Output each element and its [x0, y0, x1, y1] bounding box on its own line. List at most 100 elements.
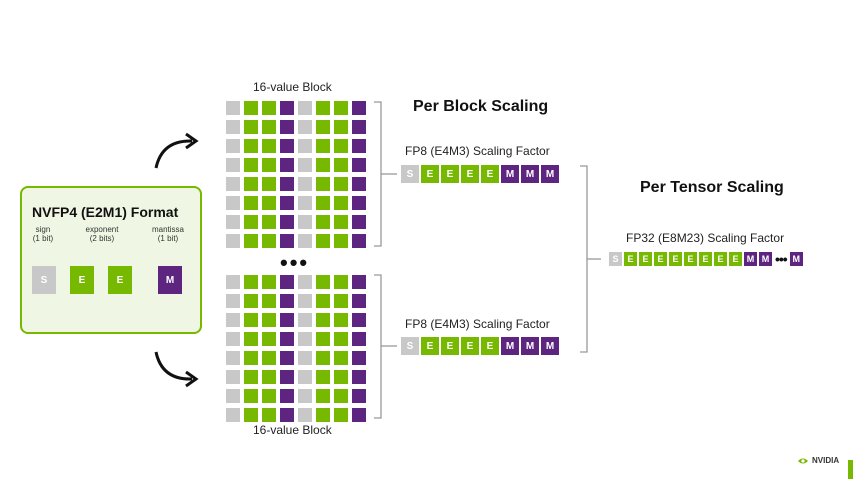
value-cell: [334, 294, 348, 308]
value-cell: [298, 101, 312, 115]
fp32-bit: E: [684, 252, 697, 266]
value-cell: [280, 101, 294, 115]
value-cell: [226, 332, 240, 346]
fp32-bit: M: [744, 252, 757, 266]
value-cell: [352, 408, 366, 422]
fp8-bit: E: [481, 165, 499, 183]
fp8-bit: E: [441, 165, 459, 183]
value-cell: [280, 408, 294, 422]
value-cell: [316, 408, 330, 422]
bottom-block-bracket: [374, 274, 382, 419]
value-cell: [352, 120, 366, 134]
value-cell: [262, 370, 276, 384]
value-cell: [316, 215, 330, 229]
value-cell: [316, 177, 330, 191]
value-cell: [298, 177, 312, 191]
fp8-bit: E: [461, 337, 479, 355]
top-value-block-grid: [226, 101, 366, 248]
value-cell: [316, 351, 330, 365]
bottom-value-block-grid: [226, 275, 366, 422]
value-cell: [226, 101, 240, 115]
value-cell: [298, 370, 312, 384]
exponent-bits: (2 bits): [89, 234, 115, 243]
value-cell: [226, 196, 240, 210]
value-cell: [226, 275, 240, 289]
value-cell: [226, 313, 240, 327]
fp32-bit: E: [654, 252, 667, 266]
value-cell: [280, 120, 294, 134]
fp8-factor-bits-bottom: S E E E E M M M: [401, 337, 559, 355]
value-cell: [244, 294, 258, 308]
fp32-bit: E: [639, 252, 652, 266]
value-cell: [352, 332, 366, 346]
value-cell: [280, 332, 294, 346]
fp8-bit: M: [541, 165, 559, 183]
value-cell: [226, 294, 240, 308]
exponent-bit: E: [108, 266, 132, 294]
value-cell: [334, 196, 348, 210]
value-cell: [280, 158, 294, 172]
fp8-bit: E: [421, 337, 439, 355]
fp32-bits-ellipsis: •••: [775, 251, 788, 267]
value-cell: [262, 139, 276, 153]
fp32-bit: M: [759, 252, 772, 266]
value-cell: [262, 234, 276, 248]
sign-bit: S: [32, 266, 56, 294]
value-cell: [244, 196, 258, 210]
value-cell: [352, 351, 366, 365]
value-cell: [334, 215, 348, 229]
value-cell: [244, 389, 258, 403]
value-cell: [316, 332, 330, 346]
value-cell: [226, 389, 240, 403]
top-block-bracket: [374, 101, 382, 247]
value-cell: [280, 351, 294, 365]
value-cell: [334, 275, 348, 289]
value-cell: [352, 101, 366, 115]
value-cell: [298, 234, 312, 248]
format-title: NVFP4 (E2M1) Format: [32, 204, 179, 220]
value-cell: [280, 370, 294, 384]
mantissa-bit: M: [158, 266, 182, 294]
fp32-bit: E: [669, 252, 682, 266]
value-cell: [316, 158, 330, 172]
value-cell: [280, 215, 294, 229]
arrow-down-curve: [154, 351, 193, 381]
value-cell: [244, 120, 258, 134]
value-cell: [334, 139, 348, 153]
exponent-label: exponent: [85, 225, 119, 234]
value-cell: [352, 139, 366, 153]
value-cell: [262, 120, 276, 134]
value-cell: [226, 351, 240, 365]
value-cell: [262, 101, 276, 115]
brand-bar: [848, 460, 853, 479]
value-cell: [280, 294, 294, 308]
value-cell: [226, 234, 240, 248]
value-cell: [226, 139, 240, 153]
value-cell: [226, 158, 240, 172]
value-cell: [334, 101, 348, 115]
value-cell: [334, 313, 348, 327]
fp8-bit: M: [521, 337, 539, 355]
sign-field-label: sign (1 bit): [23, 225, 63, 243]
nvidia-logo: NVIDIA: [797, 456, 839, 465]
value-cell: [244, 370, 258, 384]
value-cell: [244, 101, 258, 115]
value-cell: [262, 351, 276, 365]
value-cell: [316, 294, 330, 308]
value-cell: [334, 158, 348, 172]
fp8-bit: M: [541, 337, 559, 355]
value-cell: [226, 215, 240, 229]
fp8-bit: M: [521, 165, 539, 183]
value-cell: [298, 294, 312, 308]
value-cell: [298, 332, 312, 346]
fp8-bit: E: [481, 337, 499, 355]
blocks-ellipsis: •••: [280, 250, 310, 275]
value-cell: [226, 408, 240, 422]
fp8-factor-label-top: FP8 (E4M3) Scaling Factor: [405, 144, 550, 158]
value-cell: [352, 215, 366, 229]
exponent-bit: E: [70, 266, 94, 294]
fp8-bit: E: [421, 165, 439, 183]
fp8-bit: S: [401, 337, 419, 355]
value-cell: [316, 234, 330, 248]
top-block-label: 16-value Block: [253, 80, 332, 94]
